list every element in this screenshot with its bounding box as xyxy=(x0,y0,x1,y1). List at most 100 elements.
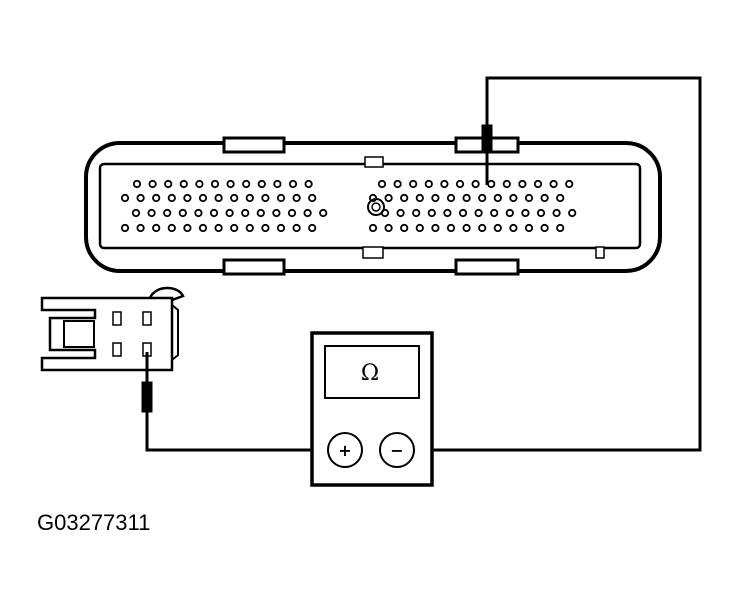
sensor-pin-3 xyxy=(112,342,122,357)
ecu-tab-bottom-left xyxy=(222,258,286,276)
ecu-pin xyxy=(518,179,527,189)
ecu-pin xyxy=(427,208,436,218)
positive-terminal xyxy=(327,432,363,468)
ecu-pin xyxy=(147,208,156,218)
ecu-pin xyxy=(565,179,574,189)
ecu-pin xyxy=(230,193,239,203)
ecu-pin xyxy=(533,179,543,189)
sensor-probe-tip xyxy=(141,381,153,413)
ecu-pin xyxy=(179,179,188,189)
ecu-pin xyxy=(502,179,511,189)
ecu-pin xyxy=(241,208,250,218)
sensor-connector-body xyxy=(40,296,174,372)
ecu-pin xyxy=(400,223,409,233)
ecu-pin xyxy=(568,208,577,218)
ecu-pin xyxy=(521,208,530,218)
ecu-pin xyxy=(136,193,145,203)
ecu-pin xyxy=(292,223,301,233)
ecu-connector-face xyxy=(98,162,642,250)
ecu-pin xyxy=(536,208,546,218)
ecu-pin xyxy=(214,223,223,233)
ecu-pin xyxy=(400,193,409,203)
ecu-pin xyxy=(287,208,297,218)
ecu-pin xyxy=(415,193,424,203)
ecu-pin xyxy=(303,208,312,218)
ecu-pin xyxy=(556,223,565,233)
ecu-pin xyxy=(319,208,328,218)
ecu-pins xyxy=(120,179,577,233)
ecu-pin xyxy=(183,223,192,233)
ecu-pin xyxy=(509,193,518,203)
ecu-pin xyxy=(493,223,502,233)
ecu-pin xyxy=(431,193,440,203)
ecu-pin xyxy=(509,223,518,233)
ecu-pin xyxy=(288,179,298,189)
sensor-connector-clip xyxy=(148,286,185,302)
ecu-pin xyxy=(493,193,502,203)
ecu-pin xyxy=(272,208,281,218)
ecu-pin xyxy=(458,208,468,218)
ecu-pin xyxy=(194,208,203,218)
ecu-tab-bottom-right xyxy=(454,258,520,276)
ecu-pin xyxy=(226,179,235,189)
ecu-pin xyxy=(132,179,142,189)
ecu-pin xyxy=(210,179,220,189)
ecu-pin xyxy=(131,208,141,218)
ecu-pin xyxy=(167,193,176,203)
ecu-pin xyxy=(164,179,173,189)
ecu-pin xyxy=(556,193,565,203)
ecu-pin xyxy=(552,208,561,218)
ecu-key-right xyxy=(595,246,605,259)
ecu-pin xyxy=(446,223,456,233)
sensor-pin-1 xyxy=(112,311,122,326)
ecu-pin xyxy=(368,193,378,203)
ecu-pin xyxy=(230,223,239,233)
ecu-pin xyxy=(505,208,514,218)
ecu-pin xyxy=(462,223,471,233)
wire-sensor-to-meter xyxy=(145,352,330,452)
ecu-pin xyxy=(415,223,424,233)
ecu-pin xyxy=(148,179,157,189)
ecu-pin xyxy=(152,193,161,203)
ecu-pin xyxy=(120,193,130,203)
ecu-pin xyxy=(178,208,187,218)
ecu-pin xyxy=(120,223,130,233)
negative-terminal xyxy=(379,432,415,468)
sensor-connector-latch xyxy=(63,320,95,348)
ecu-pin xyxy=(198,193,208,203)
ecu-pin xyxy=(384,223,393,233)
ecu-pin xyxy=(261,193,270,203)
ecu-pin xyxy=(273,179,282,189)
ecu-pin xyxy=(487,179,496,189)
ecu-pin xyxy=(540,193,549,203)
figure-id: G03277311 xyxy=(37,510,151,535)
ecu-pin xyxy=(424,179,433,189)
ecu-pin xyxy=(209,208,219,218)
ecu-pin xyxy=(183,193,192,203)
ecu-pin xyxy=(225,208,234,218)
ecu-pin xyxy=(524,193,534,203)
ecu-pin xyxy=(446,193,456,203)
ecu-pin xyxy=(478,193,487,203)
ecu-pin xyxy=(152,223,161,233)
ecu-pin xyxy=(245,223,254,233)
ecu-pin xyxy=(474,208,483,218)
ecu-pin xyxy=(384,193,393,203)
ecu-center-bolt-inner xyxy=(371,202,381,212)
ecu-pin xyxy=(214,193,223,203)
ecu-pin xyxy=(308,193,317,203)
ecu-pin xyxy=(443,208,452,218)
ecu-pin xyxy=(462,193,471,203)
ecu-pin xyxy=(195,179,204,189)
ecu-pin xyxy=(308,223,317,233)
ecu-pin xyxy=(136,223,145,233)
ecu-pin xyxy=(540,223,549,233)
ecu-pin xyxy=(380,208,390,218)
ecu-pin xyxy=(368,223,378,233)
ecu-pin xyxy=(377,179,387,189)
ecu-pin xyxy=(261,223,270,233)
ecu-pin xyxy=(242,179,251,189)
ecu-pin xyxy=(409,179,418,189)
